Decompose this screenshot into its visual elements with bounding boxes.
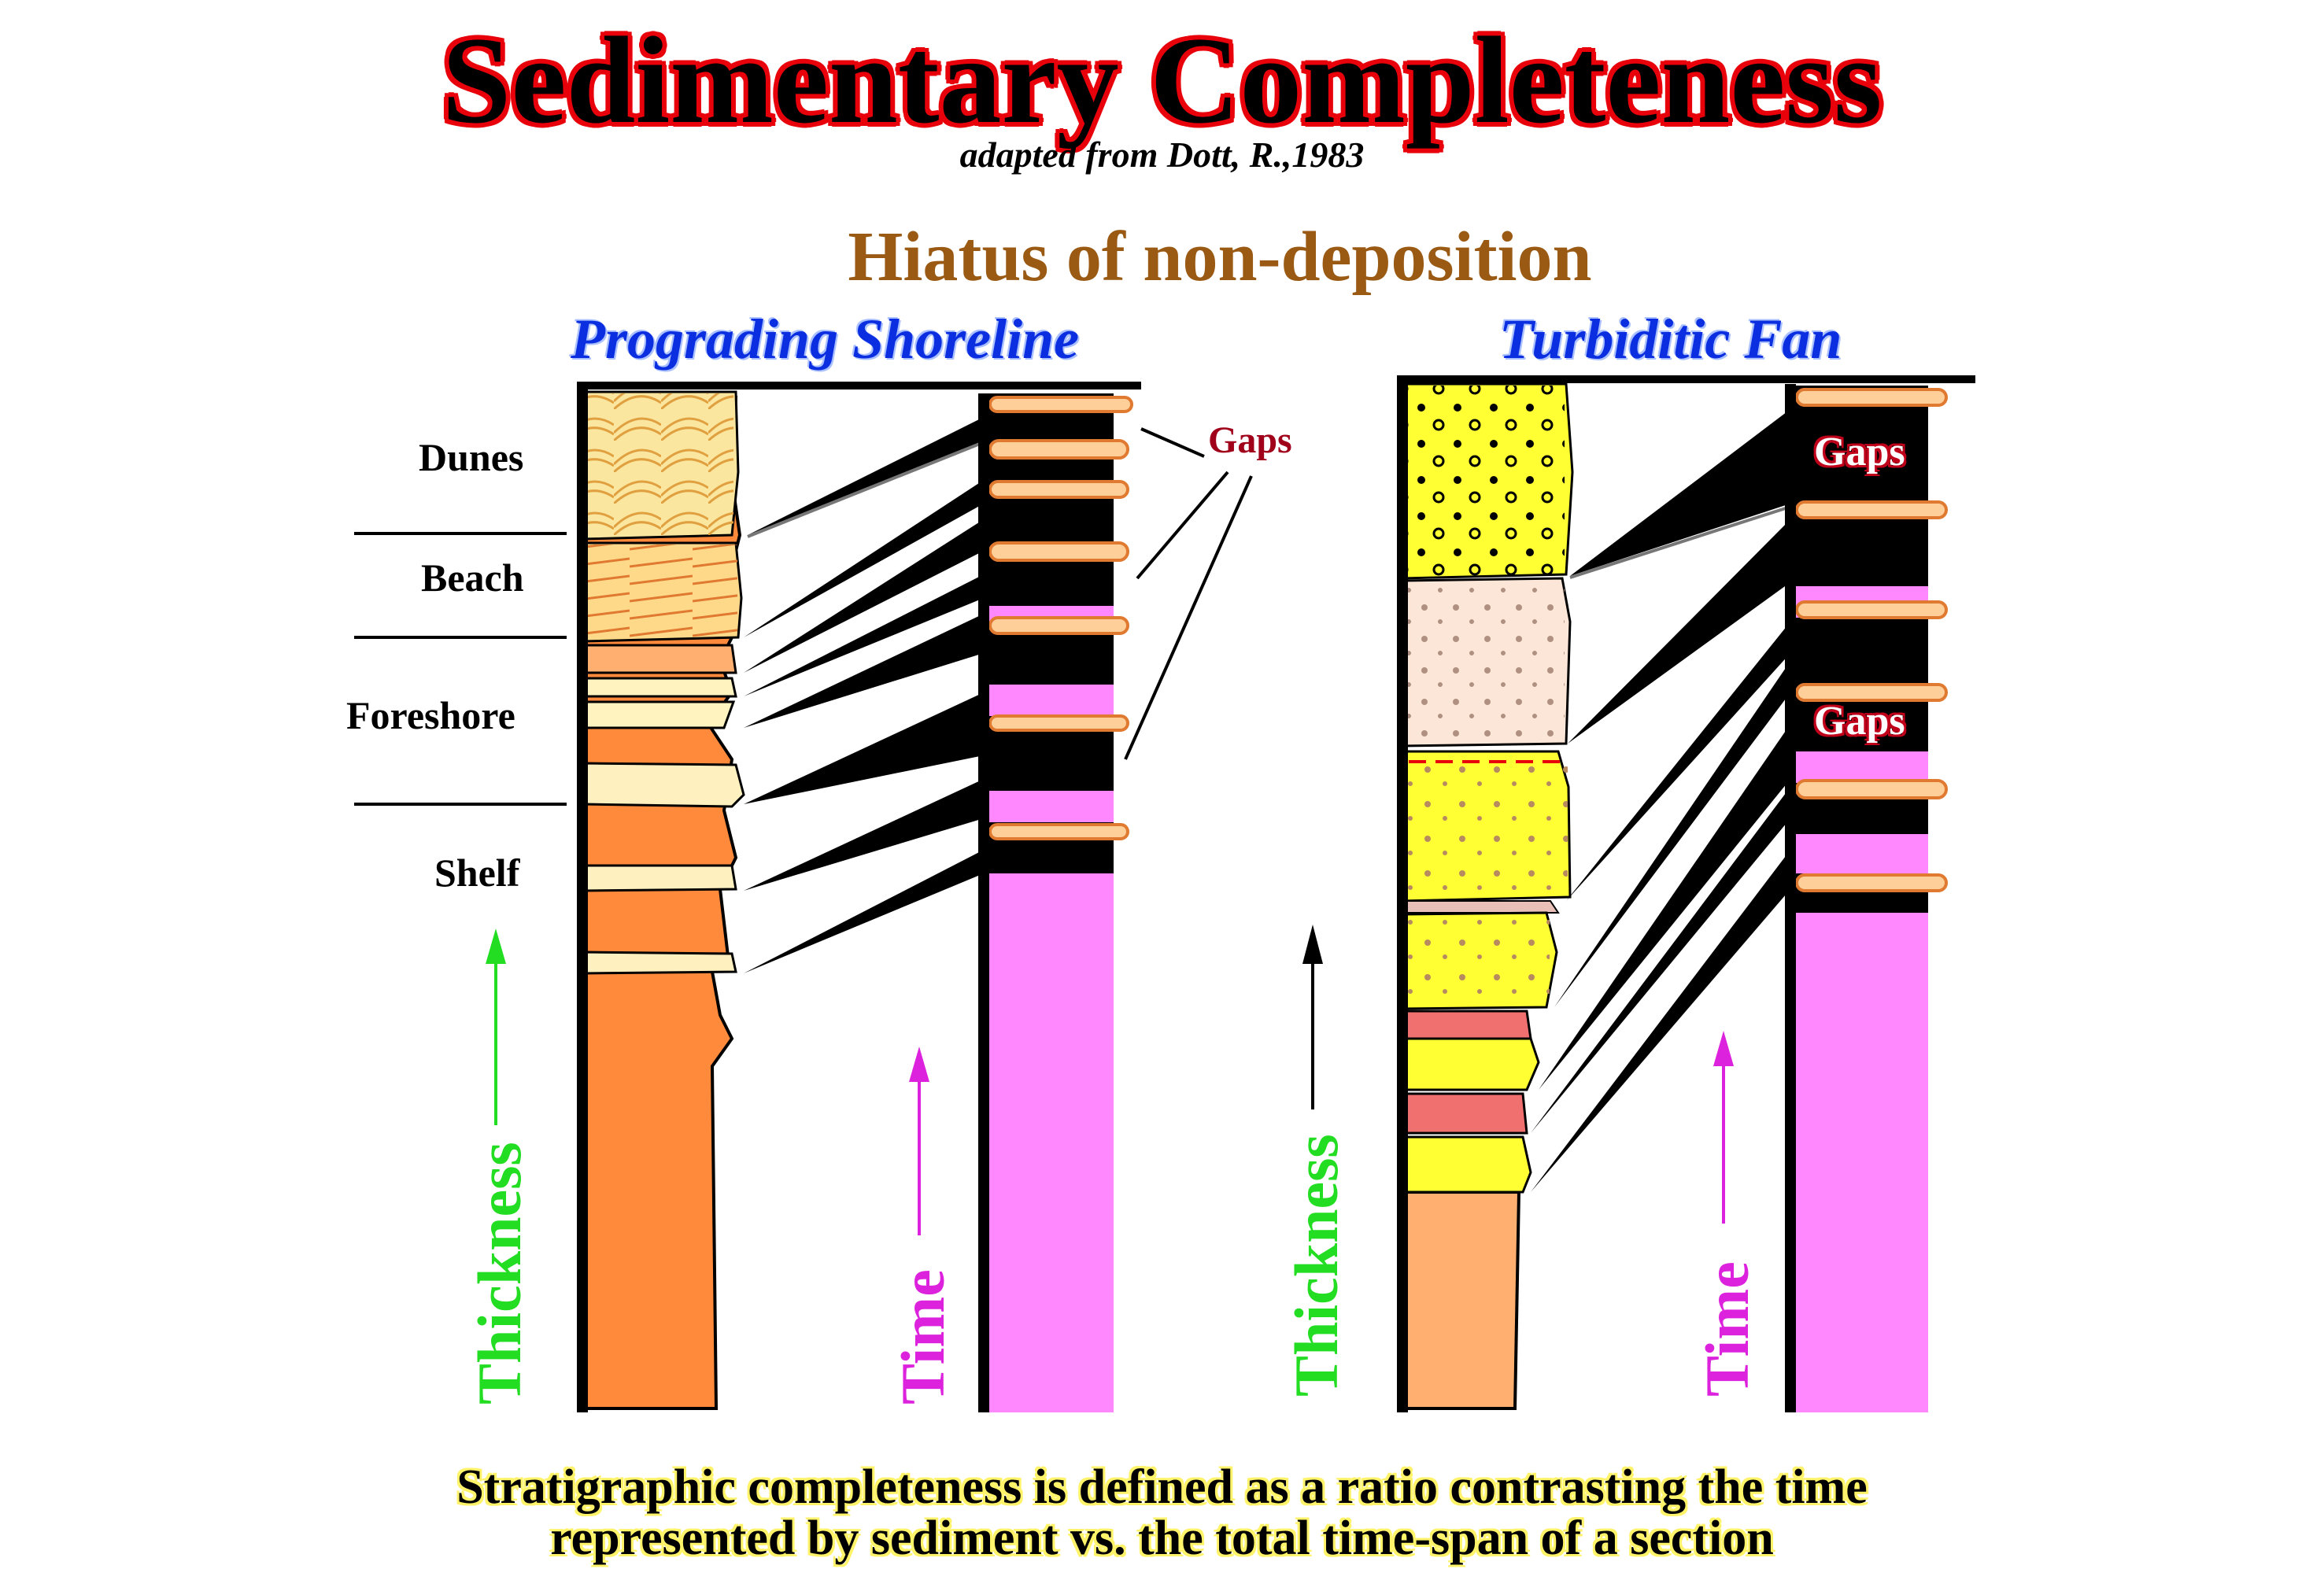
right-gaps-label-upper: Gaps	[1814, 430, 1905, 474]
main-title: Sedimentary Completeness	[442, 12, 1882, 150]
facies-label-shelf: Shelf	[434, 851, 520, 895]
facies-label-foreshore: Foreshore	[346, 693, 515, 737]
left-time-column	[978, 393, 1133, 1412]
left-gaps-pointers	[1124, 427, 1253, 760]
left-facies-dividers	[354, 532, 567, 806]
left-thickness-label: Thickness	[465, 1142, 534, 1405]
left-time-label: Time	[889, 1269, 957, 1405]
left-sediment-column	[577, 382, 1141, 1412]
subtitle: Hiatus of non-deposition	[848, 218, 1592, 296]
left-thickness-arrow	[486, 928, 506, 1125]
right-time-column	[1785, 384, 1948, 1412]
right-thickness-arrow	[1302, 925, 1323, 1109]
right-time-arrow	[1713, 1031, 1734, 1224]
left-gaps-label: Gaps	[1208, 419, 1292, 461]
caption-line-2: represented by sediment vs. the total ti…	[550, 1512, 1774, 1565]
right-sediment-column	[1397, 375, 1975, 1412]
right-gaps-label-lower: Gaps	[1814, 699, 1905, 744]
right-time-label: Time	[1693, 1261, 1761, 1397]
right-panel-title: Turbiditic Fan	[1499, 308, 1842, 371]
right-thickness-label: Thickness	[1282, 1134, 1350, 1397]
caption-line-1: Stratigraphic completeness is defined as…	[456, 1460, 1868, 1514]
left-correlation-wedges	[744, 417, 985, 973]
left-time-arrow	[909, 1047, 929, 1235]
left-panel-title: Prograding Shoreline	[571, 308, 1080, 371]
citation: adapted from Dott, R.,1983	[959, 135, 1365, 175]
facies-label-dunes: Dunes	[419, 435, 524, 479]
facies-label-beach: Beach	[421, 556, 524, 600]
right-correlation-wedges	[1531, 409, 1791, 1192]
